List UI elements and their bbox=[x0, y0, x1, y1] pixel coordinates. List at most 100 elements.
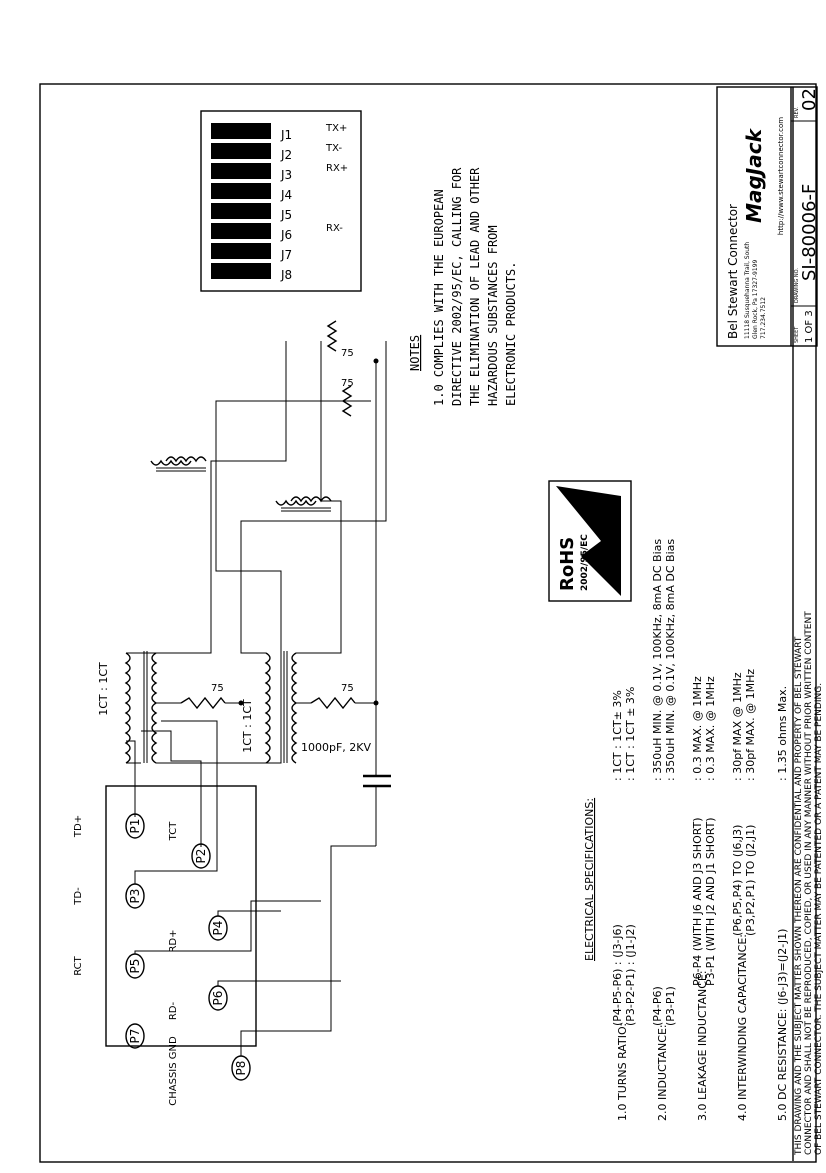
spec-1-cond-2: (P3-P2-P1) : (J1-J2) bbox=[624, 924, 637, 1026]
svg-text:P7: P7 bbox=[128, 1029, 142, 1044]
wiring bbox=[126, 720, 376, 1056]
spec-5-label: 5.0 DC RESISTANCE: (J6-J3)=(J2-J1) bbox=[776, 929, 789, 1121]
spec-3-value-2: : 0.3 MAX. @ 1MHz bbox=[704, 676, 717, 781]
rj45-jack: J1 J2 J3 J4 J5 J6 J7 J8 TX+ TX- RX+ RX- bbox=[200, 110, 362, 292]
pin-P6: P6 bbox=[208, 985, 228, 1011]
signal-rx-plus: RX+ bbox=[326, 163, 348, 174]
svg-text:2002/95/EC: 2002/95/EC bbox=[580, 534, 590, 591]
jack-contact-bar-j8 bbox=[211, 263, 271, 279]
company-address-1: 11118 Susquehanna Trail, South bbox=[744, 242, 751, 339]
svg-text:P6: P6 bbox=[211, 991, 225, 1006]
spec-3-value-1: : 0.3 MAX. @ 1MHz bbox=[691, 676, 704, 781]
spec-3-label: 3.0 LEAKAGE INDUCTANCE: bbox=[696, 970, 709, 1121]
spec-4-cond-2: (P3,P2,P1) TO (J2,J1) bbox=[744, 825, 757, 936]
jack-wiring: 75 75 bbox=[210, 320, 387, 641]
svg-text:P5: P5 bbox=[128, 959, 142, 974]
drawing-border bbox=[39, 83, 817, 1163]
label-tct: TCT bbox=[168, 821, 179, 842]
jack-contact-bar-j6 bbox=[211, 223, 271, 239]
contact-J4: J4 bbox=[280, 188, 292, 202]
spec-3-cond-2: P3-P1 (WITH J2 AND J1 SHORT) bbox=[704, 817, 717, 986]
drawing-no-label: DRAWING NO. bbox=[794, 268, 800, 303]
title-block: Bel Stewart Connector 11118 Susquehanna … bbox=[716, 86, 820, 347]
signal-tx-minus: TX- bbox=[325, 143, 342, 154]
label-chassis-gnd: CHASSIS GND bbox=[168, 1036, 179, 1106]
confidential-line-1: THIS DRAWING AND THE SUBJECT MATTER SHOW… bbox=[794, 636, 804, 1156]
company-address-3: 717.234.7512 bbox=[760, 297, 767, 339]
label-rd-plus: RD+ bbox=[168, 929, 179, 952]
spec-5-value-1: : 1.35 ohms Max. bbox=[776, 686, 789, 781]
company-name: Bel Stewart Connector bbox=[726, 204, 740, 339]
sheet-label: SHEET bbox=[794, 326, 800, 343]
connector-box bbox=[105, 785, 257, 1047]
ratio-top: 1CT : 1CT bbox=[97, 662, 110, 716]
electrical-specs: ELECTRICAL SPECIFICATIONS: 1.0 TURNS RAT… bbox=[583, 539, 789, 1121]
confidential-line-2: CONNECTOR AND SHALL NOT BE REPRODUCED, C… bbox=[804, 611, 814, 1155]
jack-box bbox=[200, 110, 362, 292]
sheet-value: 1 OF 3 bbox=[804, 310, 815, 343]
label-rd-minus: RD- bbox=[168, 1001, 179, 1020]
notes-line-2: DIRECTIVE 2002/95/EC, CALLING FOR bbox=[450, 167, 464, 406]
label-td-minus: TD- bbox=[73, 887, 84, 906]
notes-line-5: ELECTRONIC PRODUCTS. bbox=[504, 262, 518, 407]
spec-1-label: 1.0 TURNS RATIO: bbox=[616, 1023, 629, 1121]
magjack-logo: MagJack bbox=[742, 127, 766, 223]
spec-2-label: 2.0 INDUCTANCE: bbox=[656, 1024, 669, 1121]
capacitor-value: 1000pF, 2KV bbox=[301, 741, 372, 754]
resistor-top-value: 75 bbox=[211, 683, 224, 694]
capacitor: 1000pF, 2KV bbox=[301, 721, 391, 846]
choke-bottom bbox=[275, 496, 332, 512]
svg-text:P4: P4 bbox=[211, 921, 225, 936]
label-rct: RCT bbox=[73, 955, 84, 975]
notes-heading: NOTES bbox=[408, 335, 422, 371]
contact-J8: J8 bbox=[280, 268, 292, 282]
spec-2-cond-1: (P4-P6) bbox=[651, 986, 664, 1026]
jack-contact-bar-j2 bbox=[211, 143, 271, 159]
jack-resistor-1: 75 bbox=[341, 378, 354, 389]
svg-text:RoHS: RoHS bbox=[557, 537, 578, 591]
pin-P1: P1 bbox=[125, 813, 145, 839]
spec-1-value-1: : 1CT : 1CT± 3% bbox=[611, 690, 624, 781]
ratio-bottom: 1CT : 1CT bbox=[241, 699, 254, 753]
pin-P8: P8 bbox=[231, 1055, 251, 1081]
contact-J2: J2 bbox=[280, 148, 292, 162]
svg-text:P2: P2 bbox=[194, 849, 208, 864]
transformer-bottom: 1CT : 1CT 75 bbox=[240, 541, 376, 764]
notes-line-1: 1.0 COMPLIES WITH THE EUROPEAN bbox=[432, 189, 446, 406]
pin-P7: P7 bbox=[125, 1023, 145, 1049]
svg-text:P8: P8 bbox=[234, 1061, 248, 1076]
spec-3-cond-1: P6-P4 (WITH J6 AND J3 SHORT) bbox=[691, 817, 704, 986]
choke-top bbox=[150, 456, 207, 472]
resistor-bottom-value: 75 bbox=[341, 683, 354, 694]
spec-4-cond-1: (P6,P5,P4) TO (J6,J3) bbox=[731, 825, 744, 936]
contact-J7: J7 bbox=[280, 248, 292, 262]
signal-tx-plus: TX+ bbox=[325, 123, 347, 134]
signal-rx-minus: RX- bbox=[326, 223, 343, 234]
jack-resistor-2: 75 bbox=[341, 348, 354, 359]
pin-P5: P5 bbox=[125, 953, 145, 979]
confidential-line-3: OF BEL STEWART CONNECTOR. THE SUBJECT MA… bbox=[814, 683, 824, 1155]
spec-4-value-1: : 30pf MAX @ 1MHz bbox=[731, 672, 744, 781]
jack-contact-bar-j3 bbox=[211, 163, 271, 179]
pin-P3: P3 bbox=[125, 883, 145, 909]
spec-1-cond-1: (P4-P5-P6) : (J3-J6) bbox=[611, 924, 624, 1026]
contact-J6: J6 bbox=[280, 228, 292, 242]
specs-heading: ELECTRICAL SPECIFICATIONS: bbox=[583, 798, 596, 961]
notes-line-4: HAZARDOUS SUBSTANCES FROM bbox=[486, 225, 500, 406]
transformer-top: 1CT : 1CT 75 bbox=[97, 531, 282, 764]
notes-line-3: THE ELIMINATION OF LEAD AND OTHER bbox=[468, 167, 482, 406]
company-address-2: Glen Rock, Pa 17327-9199 bbox=[752, 259, 759, 339]
pin-P4: P4 bbox=[208, 915, 228, 941]
jack-contact-bar-j1 bbox=[211, 123, 271, 139]
contact-J1: J1 bbox=[280, 128, 292, 142]
jack-contact-bar-j7 bbox=[211, 243, 271, 259]
svg-text:P1: P1 bbox=[128, 819, 142, 834]
spec-2-value-2: : 350uH MIN. @ 0.1V, 100KHz, 8mA DC Bias bbox=[664, 539, 677, 781]
rohs-logo: RoHS 2002/95/EC bbox=[548, 480, 632, 602]
spec-4-label: 4.0 INTERWINDING CAPACITANCE: bbox=[736, 934, 749, 1121]
jack-contacts bbox=[211, 123, 271, 279]
spec-2-cond-2: (P3-P1) bbox=[664, 986, 677, 1026]
confidential-notice: THIS DRAWING AND THE SUBJECT MATTER SHOW… bbox=[792, 87, 824, 1161]
